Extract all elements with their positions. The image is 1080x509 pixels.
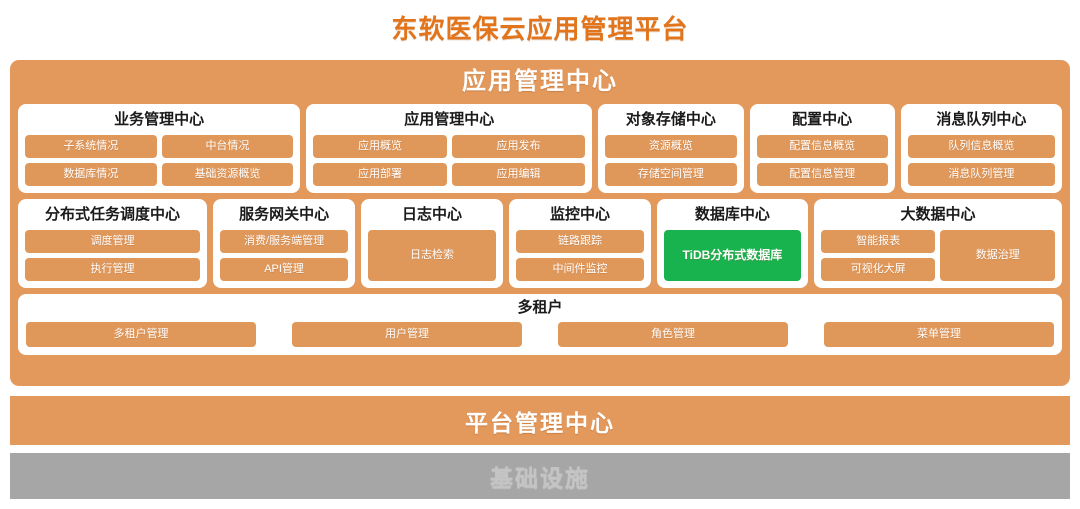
card-title-service-gateway-center: 服务网关中心 — [239, 206, 330, 223]
card-body-configuration-center: 配置信息概览配置信息管理 — [756, 135, 888, 186]
card-application-management-center: 应用管理中心应用概览应用部署应用发布应用编辑 — [306, 104, 593, 193]
card-title-monitoring-center: 监控中心 — [549, 206, 610, 223]
button-configuration-center[interactable]: 配置信息概览 — [756, 135, 888, 158]
button-database-center[interactable]: TiDB分布式数据库 — [663, 230, 801, 281]
card-column-message-queue-center: 队列信息概览消息队列管理 — [907, 135, 1055, 186]
button-big-data-center[interactable]: 数据治理 — [940, 230, 1056, 281]
button-service-gateway-center[interactable]: API管理 — [220, 258, 349, 281]
multi-tenant-buttons: 多租户管理 用户管理 角色管理 菜单管理 — [26, 322, 1054, 347]
card-column-database-center: TiDB分布式数据库 — [663, 230, 801, 281]
multi-tenant-row: 多租户 多租户管理 用户管理 角色管理 菜单管理 — [18, 294, 1062, 355]
button-distributed-task-scheduling-center[interactable]: 执行管理 — [25, 258, 201, 281]
card-column-business-management-center: 子系统情况数据库情况 — [25, 135, 157, 186]
card-column-big-data-center: 数据治理 — [940, 230, 1056, 281]
button-application-management-center[interactable]: 应用概览 — [313, 135, 447, 158]
button-object-storage-center[interactable]: 存储空间管理 — [605, 163, 737, 186]
card-column-configuration-center: 配置信息概览配置信息管理 — [756, 135, 888, 186]
card-column-distributed-task-scheduling-center: 调度管理执行管理 — [25, 230, 201, 281]
multi-tenant-card: 多租户 多租户管理 用户管理 角色管理 菜单管理 — [18, 294, 1062, 355]
button-business-management-center[interactable]: 数据库情况 — [25, 163, 157, 186]
button-application-management-center[interactable]: 应用发布 — [451, 135, 586, 158]
card-body-business-management-center: 子系统情况数据库情况中台情况基础资源概览 — [25, 135, 294, 186]
center-rows: 业务管理中心子系统情况数据库情况中台情况基础资源概览应用管理中心应用概览应用部署… — [18, 104, 1063, 361]
card-distributed-task-scheduling-center: 分布式任务调度中心调度管理执行管理 — [18, 199, 208, 288]
card-message-queue-center: 消息队列中心队列信息概览消息队列管理 — [900, 104, 1062, 193]
application-management-frame: 应用管理中心 业务管理中心子系统情况数据库情况中台情况基础资源概览应用管理中心应… — [10, 60, 1070, 386]
card-object-storage-center: 对象存储中心资源概览存储空间管理 — [598, 104, 744, 193]
card-title-distributed-task-scheduling-center: 分布式任务调度中心 — [45, 206, 181, 223]
card-column-monitoring-center: 链路跟踪中间件监控 — [515, 230, 644, 281]
card-column-object-storage-center: 资源概览存储空间管理 — [605, 135, 737, 186]
card-database-center: 数据库中心 TiDB分布式数据库 — [656, 199, 808, 288]
button-big-data-center[interactable]: 可视化大屏 — [820, 258, 936, 281]
card-column-application-management-center: 应用概览应用部署 — [313, 135, 447, 186]
button-application-management-center[interactable]: 应用部署 — [313, 163, 447, 186]
card-title-log-center: 日志中心 — [402, 206, 463, 223]
card-body-application-management-center: 应用概览应用部署应用发布应用编辑 — [313, 135, 586, 186]
card-body-service-gateway-center: 消费/服务端管理 API管理 — [220, 230, 349, 281]
card-title-business-management-center: 业务管理中心 — [114, 111, 205, 128]
card-title-database-center: 数据库中心 — [694, 206, 770, 223]
button-big-data-center[interactable]: 智能报表 — [820, 230, 936, 253]
card-big-data-center: 大数据中心智能报表可视化大屏数据治理 — [813, 199, 1063, 288]
platform-management-center-bar[interactable]: 平台管理中心 — [10, 396, 1070, 445]
button-application-management-center[interactable]: 应用编辑 — [451, 163, 586, 186]
center-row-1: 业务管理中心子系统情况数据库情况中台情况基础资源概览应用管理中心应用概览应用部署… — [18, 104, 1062, 193]
button-configuration-center[interactable]: 配置信息管理 — [756, 163, 888, 186]
card-column-log-center: 日志检索 — [368, 230, 496, 281]
button-multi-tenant[interactable]: 多租户管理 — [26, 322, 256, 347]
button-multi-tenant[interactable]: 菜单管理 — [824, 322, 1054, 347]
card-title-message-queue-center: 消息队列中心 — [936, 111, 1027, 128]
card-column-big-data-center: 智能报表可视化大屏 — [820, 230, 936, 281]
card-body-object-storage-center: 资源概览存储空间管理 — [605, 135, 737, 186]
card-body-distributed-task-scheduling-center: 调度管理执行管理 — [25, 230, 201, 281]
button-service-gateway-center[interactable]: 消费/服务端管理 — [220, 230, 349, 253]
card-body-big-data-center: 智能报表可视化大屏数据治理 — [820, 230, 1056, 281]
card-column-business-management-center: 中台情况基础资源概览 — [161, 135, 294, 186]
card-title-object-storage-center: 对象存储中心 — [625, 111, 716, 128]
button-message-queue-center[interactable]: 消息队列管理 — [907, 163, 1055, 186]
page-title: 东软医保云应用管理平台 — [391, 14, 689, 44]
card-column-service-gateway-center: 消费/服务端管理 API管理 — [220, 230, 349, 281]
card-title-configuration-center: 配置中心 — [792, 111, 853, 128]
card-body-database-center: TiDB分布式数据库 — [663, 230, 801, 281]
card-business-management-center: 业务管理中心子系统情况数据库情况中台情况基础资源概览 — [18, 104, 301, 193]
card-title-application-management-center: 应用管理中心 — [404, 111, 495, 128]
card-log-center: 日志中心日志检索 — [361, 199, 503, 288]
card-body-log-center: 日志检索 — [368, 230, 496, 281]
button-monitoring-center[interactable]: 中间件监控 — [515, 258, 644, 281]
multi-tenant-title: 多租户 — [517, 299, 563, 316]
card-configuration-center: 配置中心配置信息概览配置信息管理 — [749, 104, 895, 193]
button-business-management-center[interactable]: 子系统情况 — [25, 135, 157, 158]
infrastructure-bar: 基础设施 — [10, 453, 1070, 499]
frame-header-title: 应用管理中心 — [462, 68, 618, 95]
button-business-management-center[interactable]: 中台情况 — [161, 135, 294, 158]
button-object-storage-center[interactable]: 资源概览 — [605, 135, 737, 158]
button-business-management-center[interactable]: 基础资源概览 — [161, 163, 294, 186]
button-multi-tenant[interactable]: 用户管理 — [292, 322, 522, 347]
button-monitoring-center[interactable]: 链路跟踪 — [515, 230, 644, 253]
card-service-gateway-center: 服务网关中心消费/服务端管理 API管理 — [213, 199, 356, 288]
card-body-message-queue-center: 队列信息概览消息队列管理 — [907, 135, 1055, 186]
button-multi-tenant[interactable]: 角色管理 — [558, 322, 788, 347]
button-log-center[interactable]: 日志检索 — [368, 230, 496, 281]
card-body-monitoring-center: 链路跟踪中间件监控 — [515, 230, 644, 281]
card-column-application-management-center: 应用发布应用编辑 — [451, 135, 586, 186]
button-message-queue-center[interactable]: 队列信息概览 — [907, 135, 1055, 158]
card-title-big-data-center: 大数据中心 — [900, 206, 976, 223]
card-monitoring-center: 监控中心链路跟踪中间件监控 — [508, 199, 651, 288]
button-distributed-task-scheduling-center[interactable]: 调度管理 — [25, 230, 201, 253]
